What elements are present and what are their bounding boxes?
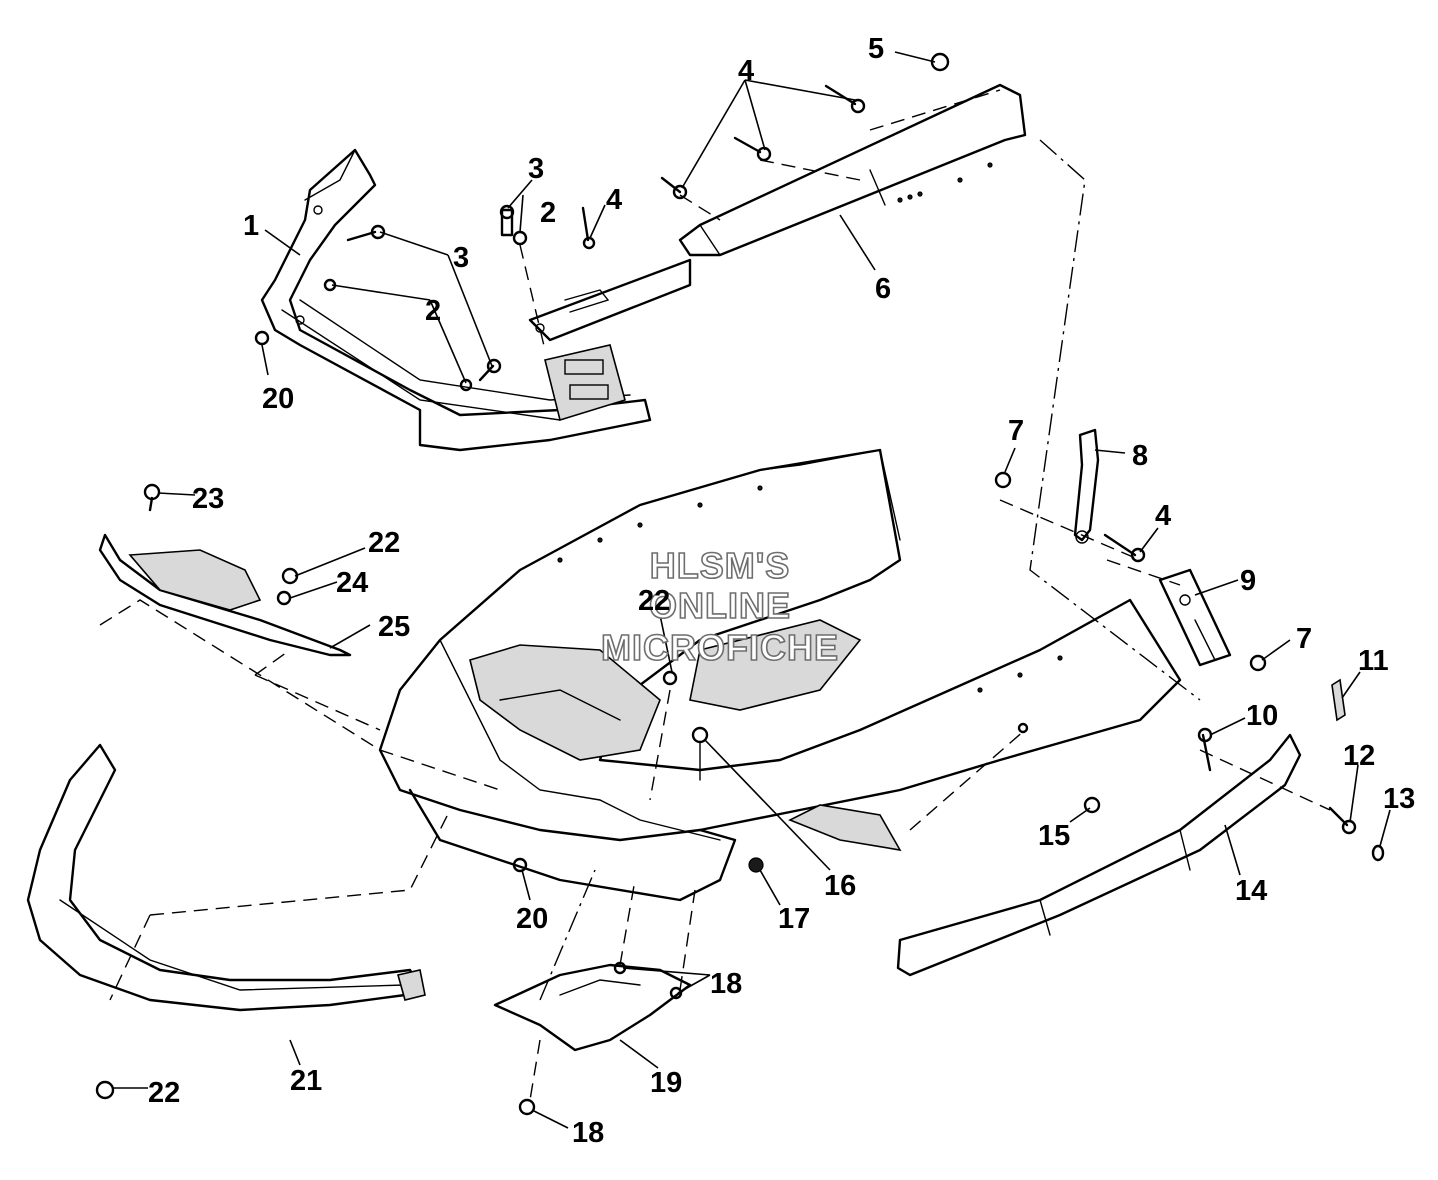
callout-22: 22 bbox=[368, 527, 400, 559]
callout-16: 16 bbox=[824, 870, 856, 902]
callout-24: 24 bbox=[336, 567, 368, 599]
callout-4: 4 bbox=[738, 55, 754, 87]
callout-22: 22 bbox=[638, 585, 670, 617]
part-8-hood-strap bbox=[1073, 428, 1100, 544]
callout-20: 20 bbox=[262, 383, 294, 415]
watermark: HLSM'S ONLINE MICROFICHE bbox=[600, 544, 839, 669]
callout-2: 2 bbox=[540, 197, 556, 229]
callout-18: 18 bbox=[572, 1117, 604, 1149]
callout-17: 17 bbox=[778, 903, 810, 935]
callout-19: 19 bbox=[650, 1067, 682, 1099]
callout-3: 3 bbox=[528, 153, 544, 185]
callout-21: 21 bbox=[290, 1065, 322, 1097]
callout-12: 12 bbox=[1343, 740, 1375, 772]
callout-7: 7 bbox=[1296, 623, 1312, 655]
callout-20: 20 bbox=[516, 903, 548, 935]
callout-4: 4 bbox=[606, 184, 622, 216]
callout-9: 9 bbox=[1240, 565, 1256, 597]
leader-lines bbox=[112, 51, 1391, 1129]
part-19-skid-plate bbox=[493, 963, 692, 1052]
part-6-front-bumper-bar bbox=[528, 83, 1027, 342]
watermark-line-3: MICROFICHE bbox=[601, 627, 839, 668]
part-14-lower-bumper bbox=[896, 733, 1302, 977]
callout-2: 2 bbox=[425, 295, 441, 327]
part-1-left-bracket bbox=[260, 148, 652, 452]
callout-23: 23 bbox=[192, 483, 224, 515]
watermark-line-2: ONLINE bbox=[649, 585, 791, 626]
callout-labels: 1 2 2 3 3 4 4 4 5 6 7 7 8 9 10 11 12 13 … bbox=[148, 33, 1415, 1149]
callout-25: 25 bbox=[378, 611, 410, 643]
callout-6: 6 bbox=[875, 273, 891, 305]
callout-13: 13 bbox=[1383, 783, 1415, 815]
callout-1: 1 bbox=[243, 210, 259, 242]
callout-3: 3 bbox=[453, 242, 469, 274]
part-9-right-bracket bbox=[1158, 568, 1232, 667]
callout-14: 14 bbox=[1235, 875, 1267, 907]
callout-11: 11 bbox=[1358, 645, 1389, 677]
callout-7: 7 bbox=[1008, 415, 1024, 447]
callout-4: 4 bbox=[1155, 500, 1171, 532]
hood-body bbox=[378, 448, 1182, 902]
part-21-nose-trim bbox=[26, 743, 426, 1012]
callout-8: 8 bbox=[1132, 440, 1148, 472]
assembly-lines bbox=[99, 89, 1331, 1101]
callout-18: 18 bbox=[710, 968, 742, 1000]
part-25-side-panel bbox=[98, 533, 352, 657]
callout-5: 5 bbox=[868, 33, 884, 65]
callout-15: 15 bbox=[1038, 820, 1070, 852]
callout-22: 22 bbox=[148, 1077, 180, 1109]
callout-10: 10 bbox=[1246, 700, 1278, 732]
watermark-line-1: HLSM'S bbox=[650, 545, 791, 586]
